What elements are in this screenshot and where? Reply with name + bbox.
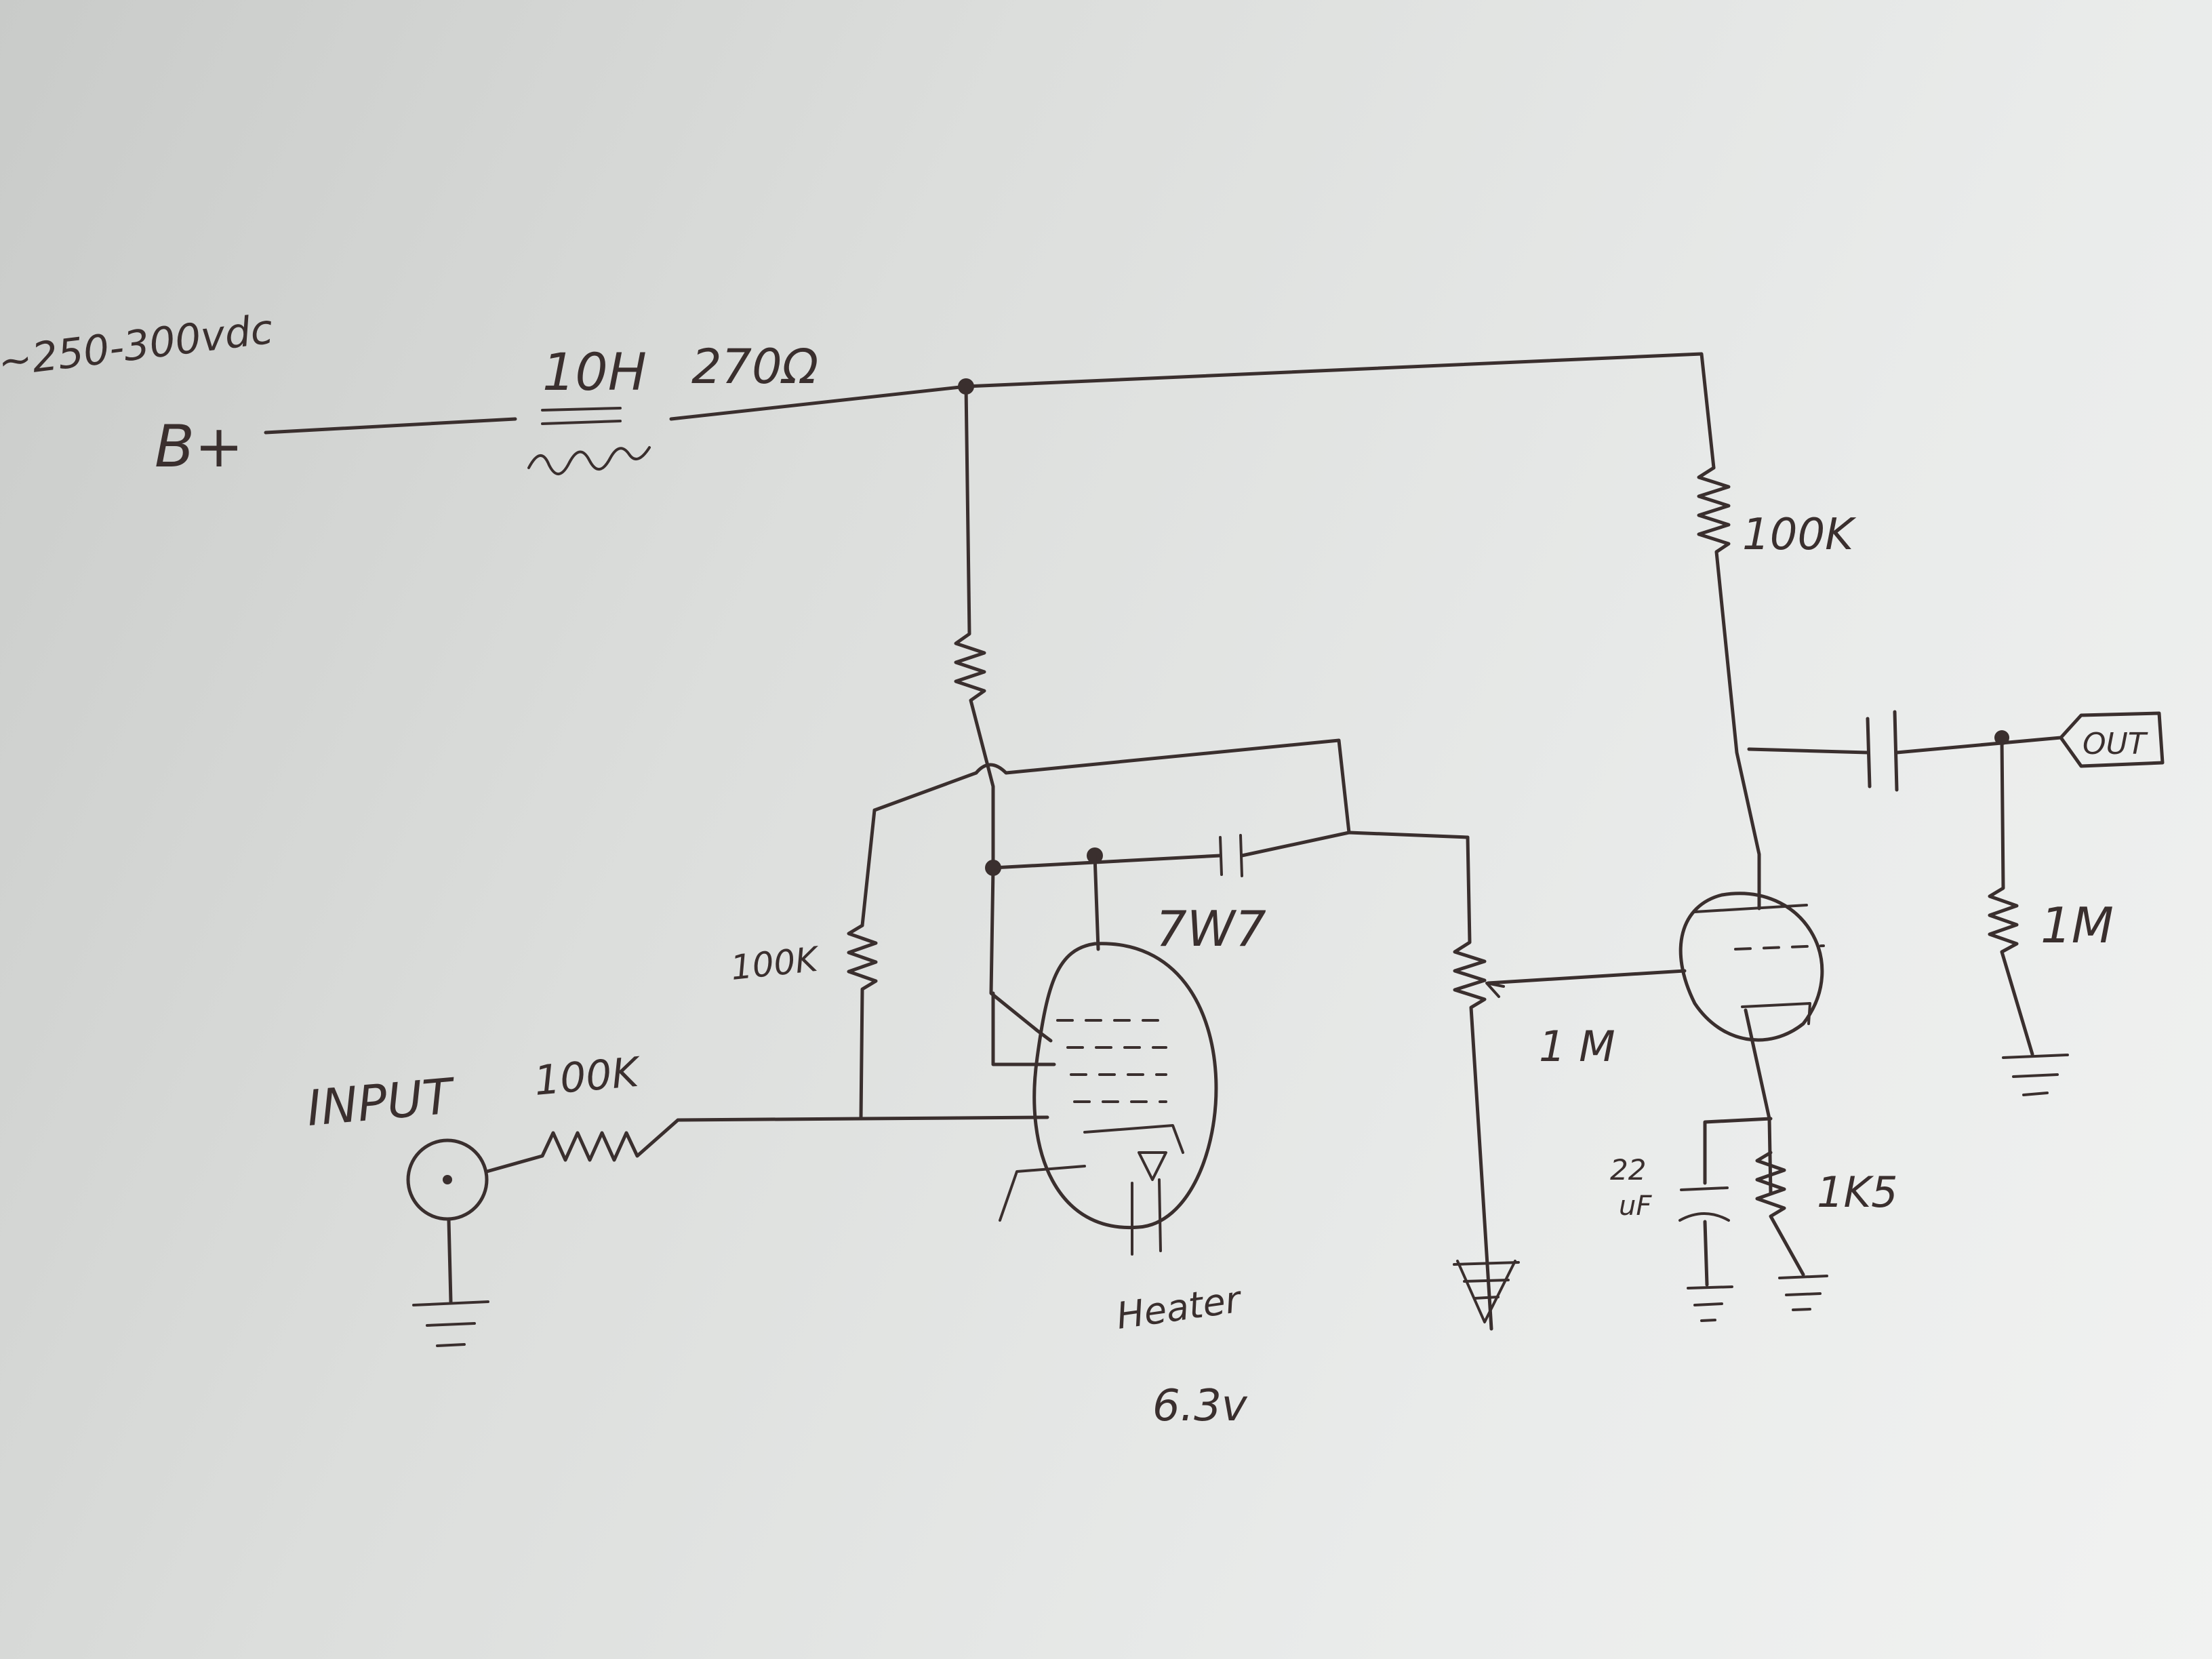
b-plus-supply: ~250-300vdc B+ <box>0 306 517 481</box>
stage1-tube-label: 7W7 <box>1156 900 1266 957</box>
volume-pot-label: 1 M <box>1539 1022 1615 1071</box>
stage1-tube-envelope <box>1032 942 1218 1230</box>
ground-icon <box>412 1300 489 1347</box>
heater-voltage-label: 6.3v <box>1152 1381 1248 1431</box>
input-section: INPUT 100K <box>304 1048 1049 1347</box>
ground-icon <box>1778 1275 1828 1311</box>
heater-label: Heater <box>1114 1278 1245 1338</box>
cathode-capacitor-curved-plate <box>1678 1212 1730 1222</box>
output-load-resistor <box>1988 736 2034 1056</box>
ground-icon <box>1453 1260 1520 1323</box>
feedback-loop-wire <box>872 738 1351 835</box>
ground-icon <box>2002 1054 2069 1096</box>
stage1-plate-resistor <box>954 384 995 870</box>
stage1-feedback-resistor <box>847 923 878 1121</box>
cathode-cap-value-label: 22 <box>1610 1153 1646 1186</box>
cathode-resistor-label: 1K5 <box>1817 1167 1898 1217</box>
stage1-tube-grids <box>1056 1019 1167 1103</box>
choke-inductance-label: 10H <box>542 342 647 402</box>
output-resistor-label: 1M <box>2040 897 2114 954</box>
stage1-cathode <box>1083 1124 1184 1154</box>
input-resistor <box>485 1115 1049 1174</box>
stage2-plate-resistor-label: 100K <box>1742 510 1857 560</box>
input-label: INPUT <box>304 1067 458 1137</box>
choke-10h: 10H 270Ω <box>527 339 818 475</box>
stage2-plate-resistor: 100K <box>1697 466 1857 911</box>
choke-winding <box>527 446 651 475</box>
ground-icon <box>1687 1285 1733 1322</box>
volume-potentiometer: 1 M <box>1453 835 1687 1331</box>
stage2-tube-plate <box>1693 904 1808 913</box>
b-plus-rail <box>669 352 1716 470</box>
supply-voltage-label: ~250-300vdc <box>0 306 275 386</box>
stage2-tube-cathode <box>1741 1002 1811 1025</box>
stage1-coupling-capacitor <box>1219 834 1243 877</box>
pot-wiper-wire <box>1486 969 1687 985</box>
stage1-heater-filament <box>1131 1151 1167 1256</box>
stage2-tube-envelope <box>1678 892 1824 1042</box>
stage1-resistor-label: 100K <box>729 939 822 988</box>
stage2-section: 22 uF 1K5 <box>1610 892 1898 1322</box>
cathode-capacitor-plate <box>1680 1186 1729 1191</box>
stage1-section: 100K 7W7 Heater 6.3v <box>729 384 1470 1431</box>
cathode-cap-unit-label: uF <box>1619 1191 1652 1222</box>
stage2-tube-grid <box>1734 944 1825 951</box>
choke-core-lines <box>541 407 622 425</box>
output-section: OUT 1M <box>1747 710 2165 1096</box>
choke-resistance-label: 270Ω <box>691 339 818 395</box>
b-plus-label: B+ <box>155 413 243 481</box>
output-coupling-capacitor <box>1866 710 1899 792</box>
b-plus-wire <box>264 417 517 435</box>
input-resistor-label: 100K <box>532 1048 643 1105</box>
cathode-resistor <box>1755 1151 1805 1277</box>
pot-wiper-arrow <box>1485 982 1505 998</box>
output-jack-tag <box>2059 711 2165 768</box>
output-label: OUT <box>2083 727 2148 761</box>
input-jack-icon <box>406 1138 489 1221</box>
